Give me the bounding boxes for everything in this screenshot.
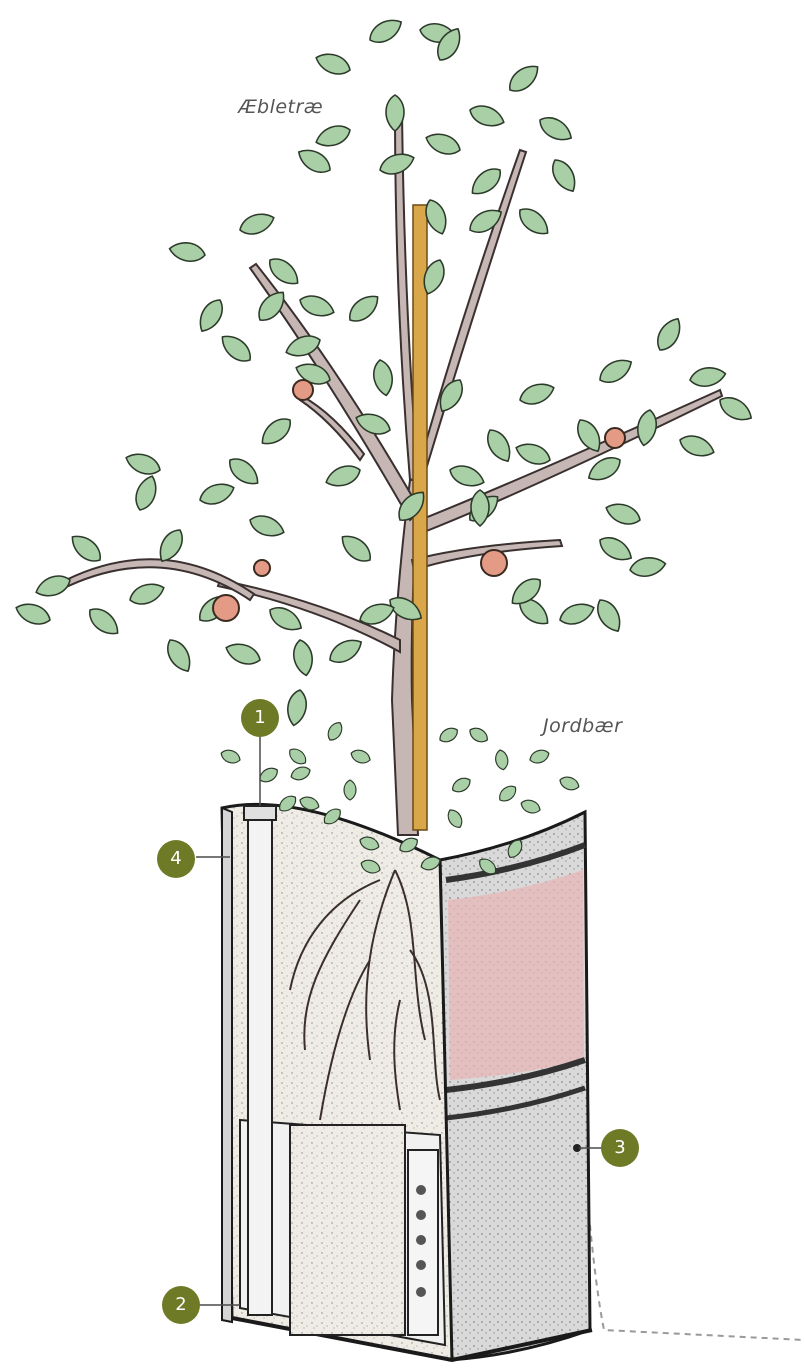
leaf bbox=[371, 358, 395, 397]
leaf bbox=[84, 603, 123, 640]
leaf bbox=[197, 479, 237, 508]
leaf bbox=[635, 408, 659, 447]
strawberry-leaf bbox=[496, 783, 519, 805]
leaf bbox=[285, 688, 309, 727]
leaf bbox=[514, 203, 553, 240]
leaf bbox=[162, 636, 196, 676]
strawberry-leaf bbox=[558, 774, 581, 792]
leaf bbox=[467, 163, 506, 200]
leaf bbox=[194, 296, 228, 336]
leaf bbox=[123, 449, 163, 478]
leaf bbox=[557, 599, 597, 628]
leaf bbox=[337, 530, 376, 567]
strawberry-leaf bbox=[349, 748, 372, 766]
apple bbox=[254, 560, 270, 576]
strawberry-leaf bbox=[325, 720, 345, 743]
leaf bbox=[547, 156, 581, 196]
leaf bbox=[688, 365, 727, 389]
barrel-band bbox=[448, 870, 584, 1080]
strawberry-leaf bbox=[494, 749, 509, 771]
apple bbox=[605, 428, 625, 448]
support-stake bbox=[413, 205, 427, 830]
leaf bbox=[467, 102, 507, 131]
strawberry-leaf bbox=[219, 748, 242, 766]
leaf bbox=[313, 49, 353, 78]
leaf bbox=[257, 413, 296, 450]
tree-leaves bbox=[13, 14, 756, 727]
leaf bbox=[536, 112, 576, 146]
leaf bbox=[326, 634, 366, 668]
leaf bbox=[447, 462, 487, 491]
leaf bbox=[596, 354, 636, 388]
strawberry-leaf bbox=[528, 748, 551, 766]
leaf bbox=[596, 532, 636, 566]
strawberry-leaf bbox=[445, 807, 465, 830]
leaf bbox=[168, 240, 207, 264]
leaf bbox=[223, 639, 263, 668]
leaf bbox=[33, 572, 73, 601]
wicking-column bbox=[290, 1125, 405, 1335]
marker-1: 1 bbox=[241, 699, 279, 737]
leaf bbox=[344, 290, 383, 327]
leaf bbox=[513, 439, 553, 468]
fill-tube bbox=[248, 815, 272, 1315]
apple bbox=[481, 550, 507, 576]
leaf bbox=[127, 579, 167, 608]
barrel bbox=[222, 804, 592, 1360]
leaf bbox=[652, 314, 686, 354]
marker-4: 4 bbox=[157, 840, 195, 878]
leaf bbox=[247, 512, 287, 541]
leaf bbox=[603, 499, 643, 528]
leaf bbox=[294, 144, 334, 178]
leaf bbox=[482, 426, 516, 466]
tree-label: Æbletræ bbox=[238, 96, 323, 118]
strawberry-leaf bbox=[467, 725, 490, 745]
strawberry-leaf bbox=[519, 798, 542, 816]
leaf bbox=[313, 122, 353, 151]
ground bbox=[585, 1170, 804, 1340]
leaf bbox=[67, 530, 106, 567]
leaf bbox=[517, 379, 557, 408]
strawberry-leaf bbox=[289, 764, 312, 782]
leaf bbox=[237, 209, 277, 238]
leaf bbox=[628, 555, 667, 579]
leaf bbox=[217, 330, 256, 367]
marker-3: 3 bbox=[601, 1129, 639, 1167]
leaf bbox=[224, 453, 263, 490]
leaf bbox=[323, 462, 363, 491]
leaf bbox=[297, 292, 337, 321]
leaf bbox=[677, 432, 717, 461]
leaf bbox=[592, 596, 626, 636]
strawberry-leaf bbox=[286, 745, 309, 767]
leaf bbox=[13, 599, 53, 628]
strawberry-leaf bbox=[344, 780, 356, 800]
strawberry-leaf bbox=[437, 725, 460, 745]
marker-2: 2 bbox=[162, 1286, 200, 1324]
leaf bbox=[423, 129, 463, 158]
leaf bbox=[366, 14, 406, 48]
apple bbox=[293, 380, 313, 400]
apple bbox=[213, 595, 239, 621]
strawberry-leaf bbox=[450, 775, 473, 795]
strawberry-label: Jordbær bbox=[543, 715, 622, 737]
leaf bbox=[132, 473, 161, 513]
leaf bbox=[291, 638, 315, 677]
leaf bbox=[504, 60, 543, 97]
